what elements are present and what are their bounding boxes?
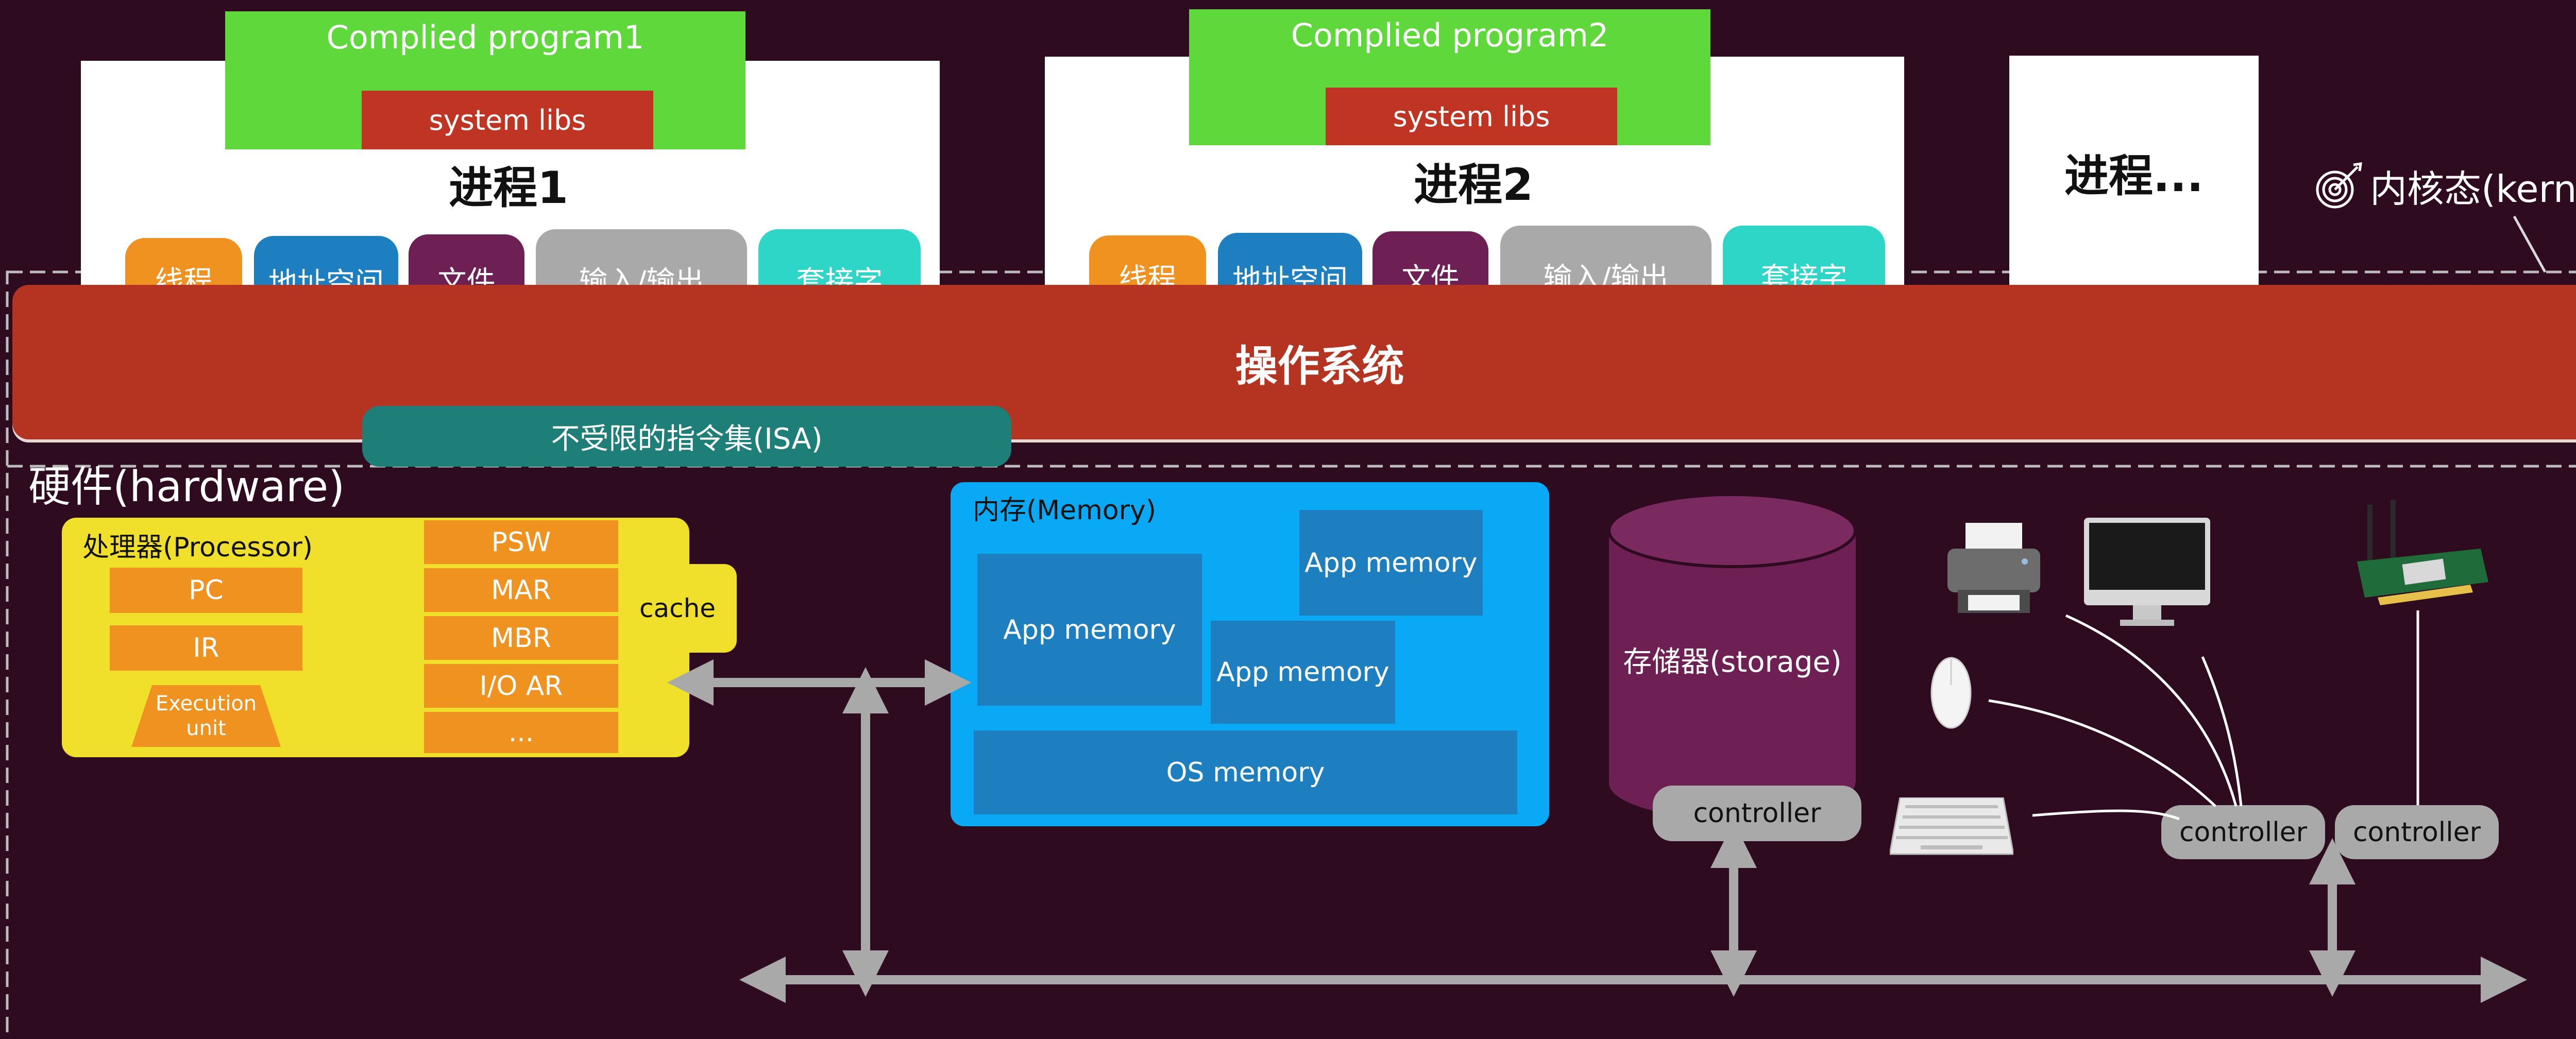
- process-2-title: 进程2: [1414, 159, 1533, 211]
- register-mar: MAR: [424, 568, 618, 612]
- register-psw: PSW: [424, 520, 618, 564]
- app-memory-2: App memory: [1299, 510, 1483, 616]
- kernel-label: 内核态(kernel): [2370, 167, 2576, 211]
- pc-register: PC: [110, 568, 302, 613]
- process-more-card: 进程...: [2009, 56, 2259, 287]
- monitor-icon: [2084, 518, 2210, 626]
- storage-label: 存储器(storage): [1623, 645, 1842, 679]
- os-memory: OS memory: [974, 730, 1517, 814]
- io-controller: controller: [2161, 805, 2325, 859]
- system-libs-1: system libs: [362, 91, 653, 149]
- mouse-icon: [1930, 657, 1972, 729]
- ir-register: IR: [110, 625, 302, 671]
- os-label: 操作系统: [1235, 342, 1404, 391]
- app-memory-1: App memory: [977, 554, 1202, 706]
- process-more-title: 进程...: [2064, 150, 2204, 202]
- execution-unit-label: Execution unit: [155, 692, 257, 740]
- register-mbr: MBR: [424, 616, 618, 660]
- isa-bar: 不受限的指令集(ISA): [362, 406, 1011, 467]
- compiled-program-1-label: Complied program1: [326, 19, 645, 56]
- kernel-tag: 内核态(kernel): [2313, 155, 2576, 216]
- hardware-title: 硬件(hardware): [28, 463, 345, 512]
- execution-unit-shape: [131, 685, 281, 747]
- system-libs-1-label: system libs: [429, 104, 586, 137]
- process-1-title: 进程1: [449, 162, 568, 214]
- system-libs-2-label: system libs: [1393, 100, 1550, 133]
- printer-icon: [1947, 523, 2040, 613]
- keyboard-icon: [1890, 797, 2013, 855]
- app-memory-3: App memory: [1211, 621, 1395, 724]
- register-io-ar: I/O AR: [424, 664, 618, 708]
- network-controller: controller: [2335, 805, 2499, 859]
- register-more: ...: [424, 712, 618, 753]
- target-icon: [2316, 162, 2362, 209]
- compiled-program-2-label: Complied program2: [1291, 16, 1609, 54]
- cache-box: cache: [618, 564, 737, 653]
- memory-title: 内存(Memory): [973, 495, 1157, 526]
- storage-cylinder: [1607, 493, 1857, 819]
- processor-title: 处理器(Processor): [82, 532, 313, 563]
- system-libs-2: system libs: [1326, 88, 1617, 145]
- network-card-icon: [2357, 500, 2488, 605]
